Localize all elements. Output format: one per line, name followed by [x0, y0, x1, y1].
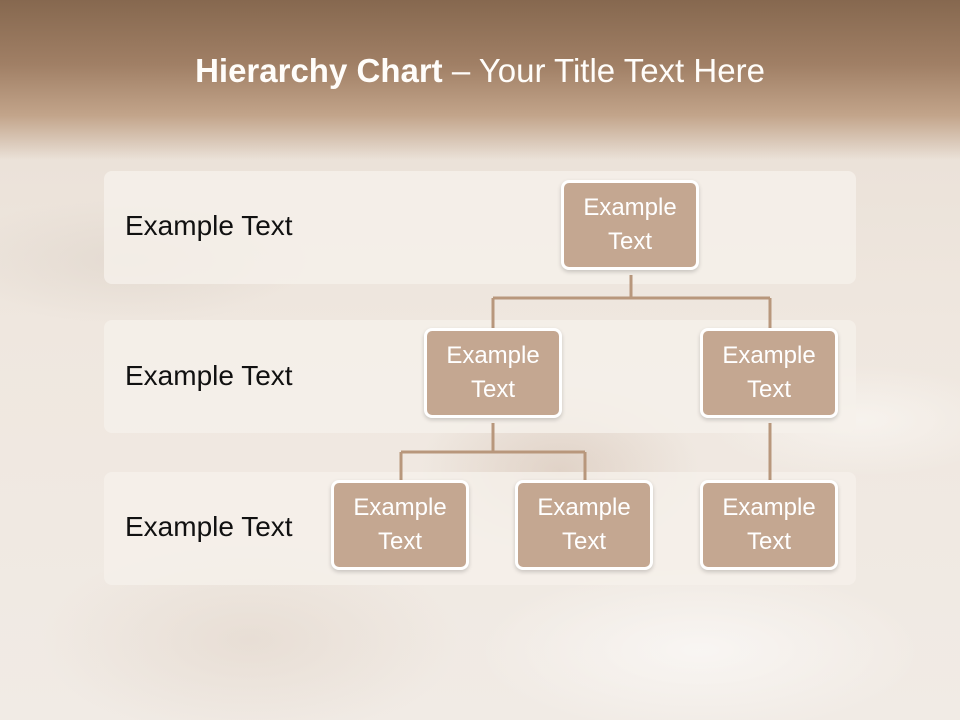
node-leaf-2-label: Example Text	[537, 494, 631, 555]
node-root-label: Example Text	[583, 194, 677, 255]
slide-title: Hierarchy Chart – Your Title Text Here	[0, 52, 960, 90]
node-mid-left-label: Example Text	[446, 342, 540, 403]
node-leaf-2[interactable]: Example Text	[515, 480, 653, 570]
level-label-3: Example Text	[125, 511, 293, 542]
title-banner	[0, 0, 960, 160]
level-label-1: Example Text	[125, 210, 293, 241]
node-root[interactable]: Example Text	[561, 180, 699, 270]
slide-title-rest: – Your Title Text Here	[442, 52, 765, 89]
level-label-2: Example Text	[125, 360, 293, 391]
node-leaf-1-label: Example Text	[353, 494, 447, 555]
node-leaf-3[interactable]: Example Text	[700, 480, 838, 570]
node-leaf-3-label: Example Text	[722, 494, 816, 555]
level-band-1	[104, 171, 856, 284]
node-leaf-1[interactable]: Example Text	[331, 480, 469, 570]
node-mid-right[interactable]: Example Text	[700, 328, 838, 418]
slide-title-bold: Hierarchy Chart	[195, 52, 443, 89]
node-mid-left[interactable]: Example Text	[424, 328, 562, 418]
node-mid-right-label: Example Text	[722, 342, 816, 403]
